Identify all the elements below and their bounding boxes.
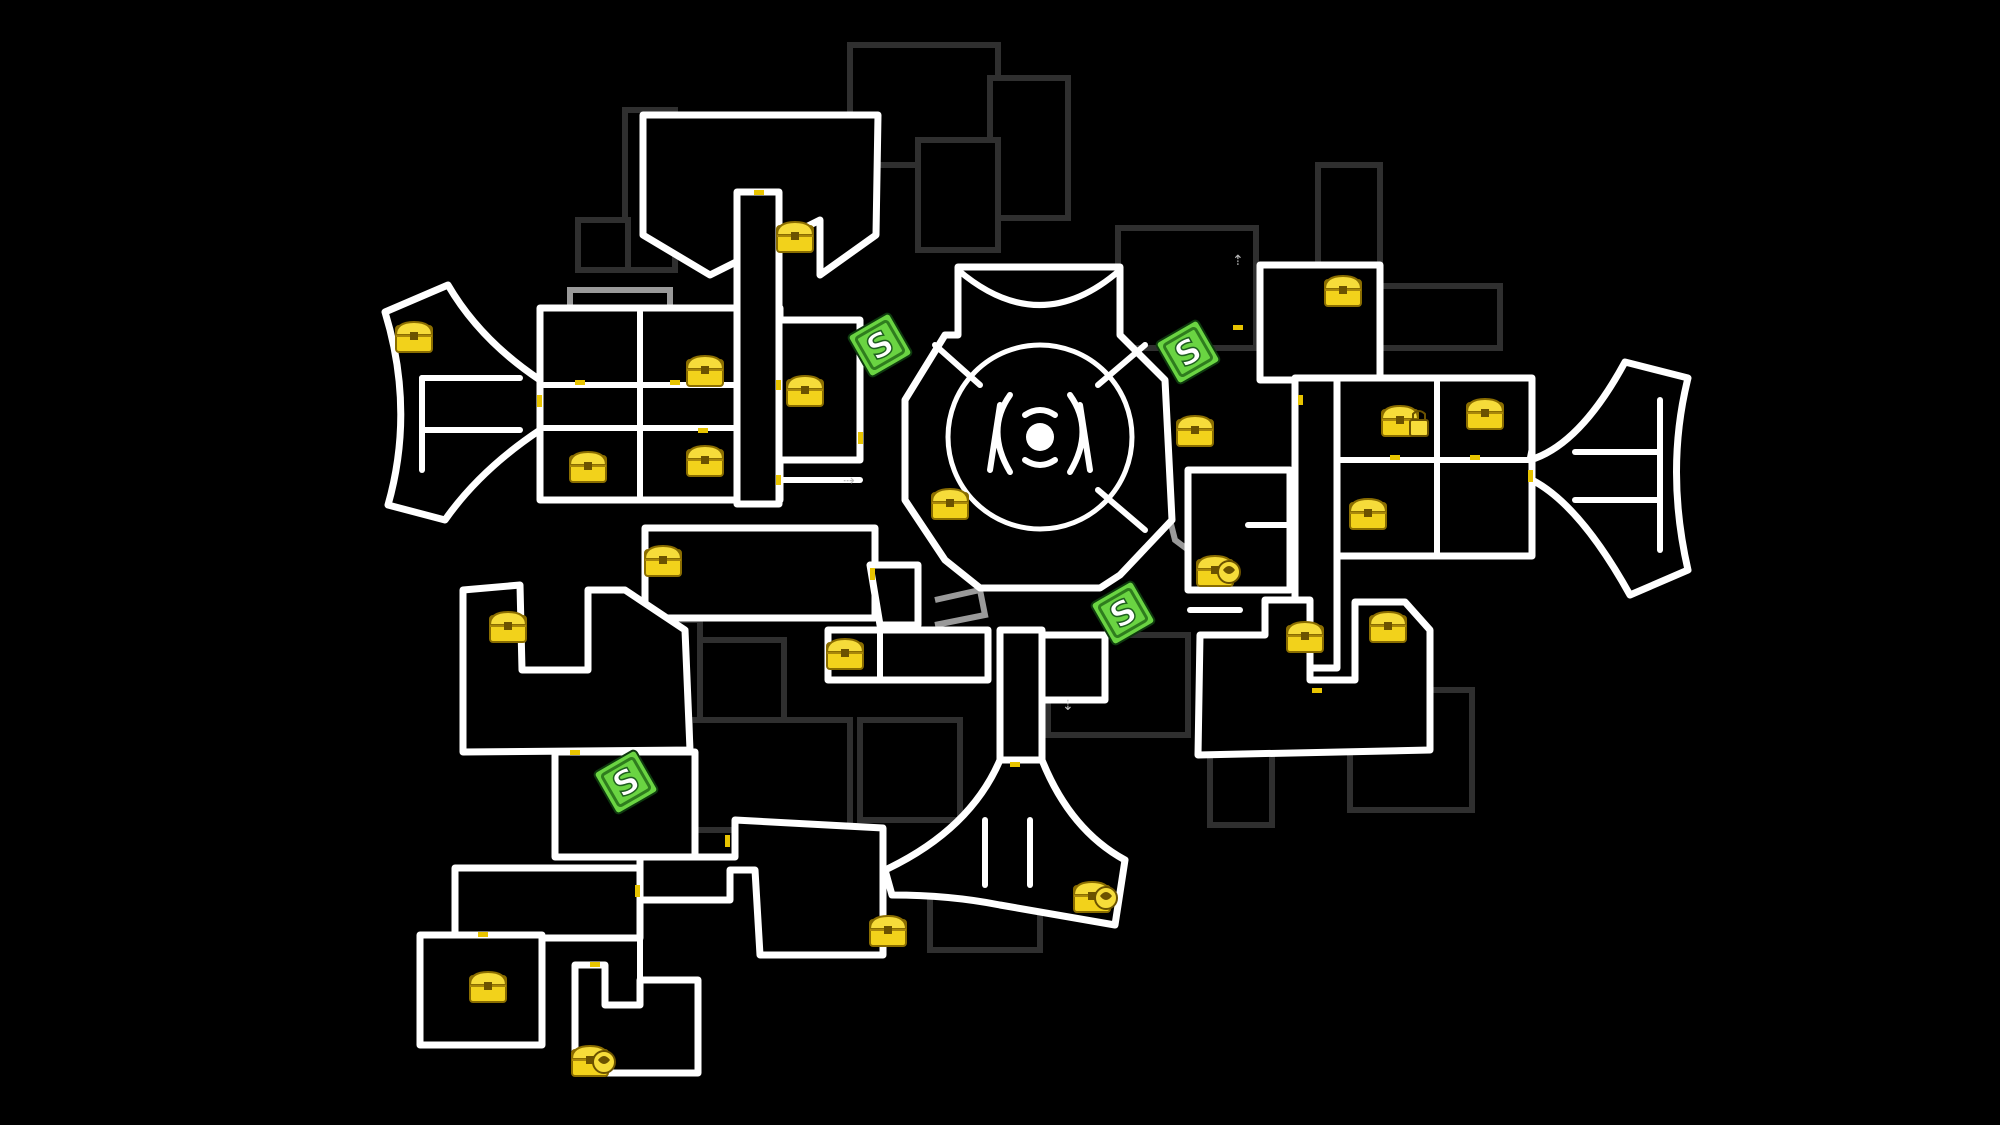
treasure-chest-icon[interactable]	[931, 488, 969, 520]
svg-text:⇣: ⇣	[1062, 698, 1074, 714]
treasure-chest-icon[interactable]	[469, 971, 507, 1003]
companion-chest-icon[interactable]	[1073, 881, 1118, 913]
locked-chest-icon[interactable]	[1381, 405, 1429, 437]
treasure-chest-icon[interactable]	[1324, 275, 1362, 307]
shop-icon[interactable]: S	[847, 312, 913, 378]
treasure-chest-icon[interactable]	[786, 375, 824, 407]
chests[interactable]	[395, 221, 1504, 1077]
teleporter-icon[interactable]	[1026, 423, 1054, 451]
treasure-chest-icon[interactable]	[686, 355, 724, 387]
treasure-chest-icon[interactable]	[569, 451, 607, 483]
treasure-chest-icon[interactable]	[776, 221, 814, 253]
shop-icon[interactable]: S	[1155, 319, 1221, 385]
treasure-chest-icon[interactable]	[826, 638, 864, 670]
stair-markers: ⇡ ⇢ ⇣	[843, 253, 1244, 714]
companion-chest-icon[interactable]	[571, 1045, 616, 1077]
svg-text:⇡: ⇡	[1232, 253, 1244, 269]
shop-icon[interactable]: S	[1090, 580, 1156, 646]
treasure-chest-icon[interactable]	[1466, 398, 1504, 430]
treasure-chest-icon[interactable]	[1176, 415, 1214, 447]
treasure-chest-icon[interactable]	[686, 445, 724, 477]
treasure-chest-icon[interactable]	[1286, 621, 1324, 653]
treasure-chest-icon[interactable]	[869, 915, 907, 947]
treasure-chest-icon[interactable]	[489, 611, 527, 643]
treasure-chest-icon[interactable]	[1369, 611, 1407, 643]
treasure-chest-icon[interactable]	[1349, 498, 1387, 530]
shops[interactable]: S S S S	[593, 312, 1221, 815]
svg-text:⇢: ⇢	[843, 473, 855, 489]
doors	[478, 190, 1533, 967]
companion-chest-icon[interactable]	[1196, 555, 1241, 587]
treasure-chest-icon[interactable]	[644, 545, 682, 577]
treasure-chest-icon[interactable]	[395, 321, 433, 353]
shop-icon[interactable]: S	[593, 749, 659, 815]
